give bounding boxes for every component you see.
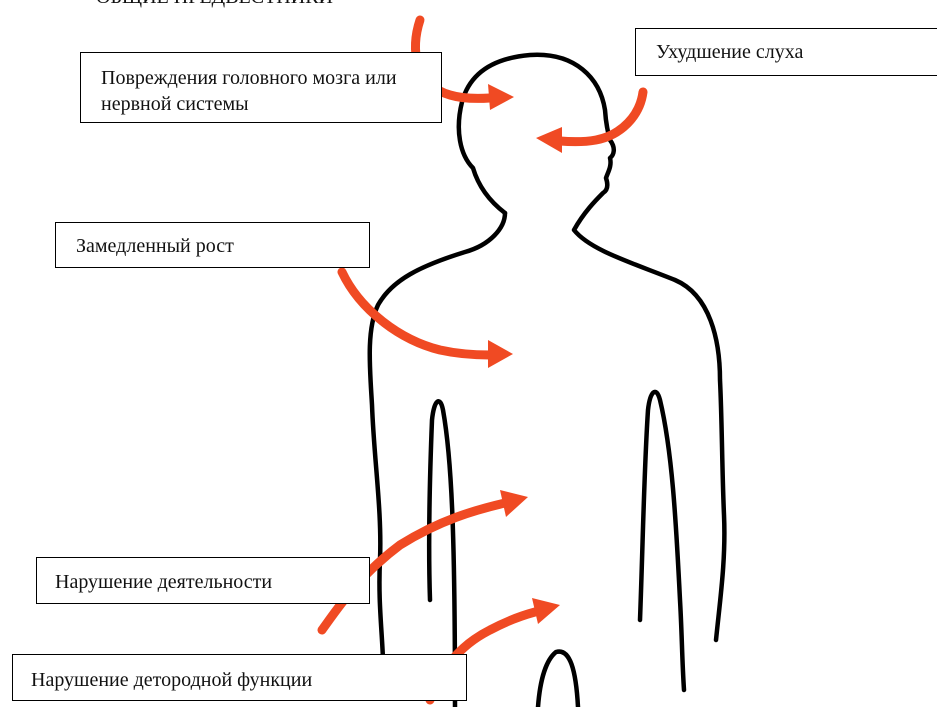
arrow-growth-head (488, 340, 513, 368)
body-left-side (370, 213, 505, 660)
arrow-brain-head (488, 84, 514, 110)
label-activity-disorder: Нарушение деятельности (36, 557, 370, 604)
arrow-reproductive-head (532, 598, 560, 624)
label-growth-text: Замедленный рост (76, 233, 369, 259)
label-slow-growth: Замедленный рост (55, 222, 370, 268)
label-activity-text: Нарушение деятельности (55, 569, 369, 595)
label-brain-text: Повреждения головного мозга или нервной … (101, 65, 441, 117)
arrow-activity-head (500, 490, 528, 517)
arrow-growth (342, 272, 490, 355)
arrow-hearing-head (536, 127, 562, 153)
label-reproductive-text: Нарушение детородной функции (31, 667, 466, 693)
label-reproductive-disorder: Нарушение детородной функции (12, 654, 467, 701)
right-arm-outline (640, 392, 684, 690)
label-hearing-loss: Ухудшение слуха (635, 28, 937, 76)
label-hearing-text: Ухудшение слуха (656, 39, 937, 65)
top-cut-text: ОБЩИЕ ПРЕДВЕСТНИКИ (96, 0, 333, 9)
leg-outline (538, 652, 578, 707)
label-brain-damage: Повреждения головного мозга или нервной … (80, 52, 442, 123)
